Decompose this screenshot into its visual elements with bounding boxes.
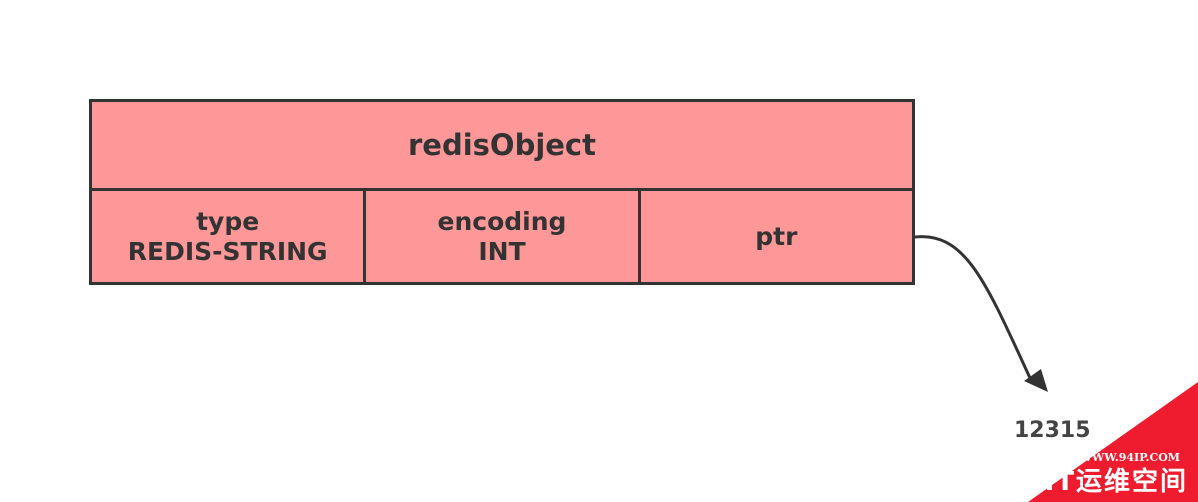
field-type: type REDIS-STRING [92,191,363,282]
field-type-name: type [196,206,260,236]
field-ptr: ptr [637,191,912,282]
watermark-triangle [1028,382,1198,502]
field-type-value: REDIS-STRING [127,236,328,266]
watermark-brand: IT运维空间 [1044,467,1188,497]
field-encoding-name: encoding [437,206,567,236]
field-encoding-value: INT [478,236,526,266]
watermark: WWW.94IP.COM IT运维空间 [1028,382,1198,502]
pointer-arrow-line [914,235,1032,379]
watermark-site: WWW.94IP.COM [1079,451,1180,464]
field-ptr-name: ptr [755,221,798,251]
pointed-value: 12315 [1014,418,1091,443]
pointer-arrow-head [1024,369,1048,392]
field-encoding: encoding INT [363,191,637,282]
redis-object-struct: redisObject type REDIS-STRING encoding I… [89,99,915,285]
struct-title: redisObject [92,102,912,191]
struct-fields: type REDIS-STRING encoding INT ptr [92,191,912,282]
